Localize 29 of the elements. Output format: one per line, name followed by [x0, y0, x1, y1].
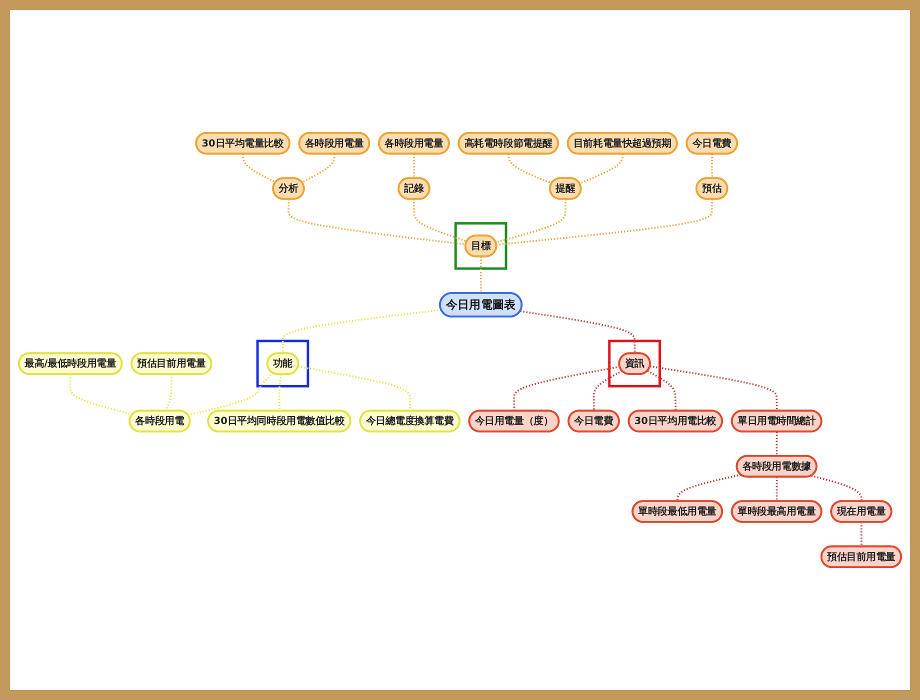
connector [496, 199, 567, 244]
connector [579, 154, 624, 184]
connector [282, 308, 442, 354]
connector [711, 154, 714, 178]
connector [413, 199, 468, 242]
connector [776, 476, 778, 502]
connector [164, 374, 173, 412]
connector [520, 310, 636, 354]
cluster [608, 340, 661, 388]
connector [650, 365, 778, 411]
connector [676, 474, 742, 502]
connector [188, 372, 274, 416]
connector [496, 199, 714, 246]
cluster [256, 340, 310, 388]
connector [288, 199, 466, 246]
connector [413, 154, 416, 178]
connector [513, 366, 620, 411]
cluster [454, 222, 508, 270]
connector [776, 432, 778, 456]
connector [860, 522, 862, 547]
connector [592, 370, 623, 411]
connector [480, 256, 482, 294]
connector [242, 154, 276, 184]
connector [811, 474, 862, 502]
connector [647, 370, 677, 411]
connector [278, 374, 282, 411]
connector [508, 154, 552, 184]
connector [302, 154, 336, 184]
connector [298, 366, 412, 411]
